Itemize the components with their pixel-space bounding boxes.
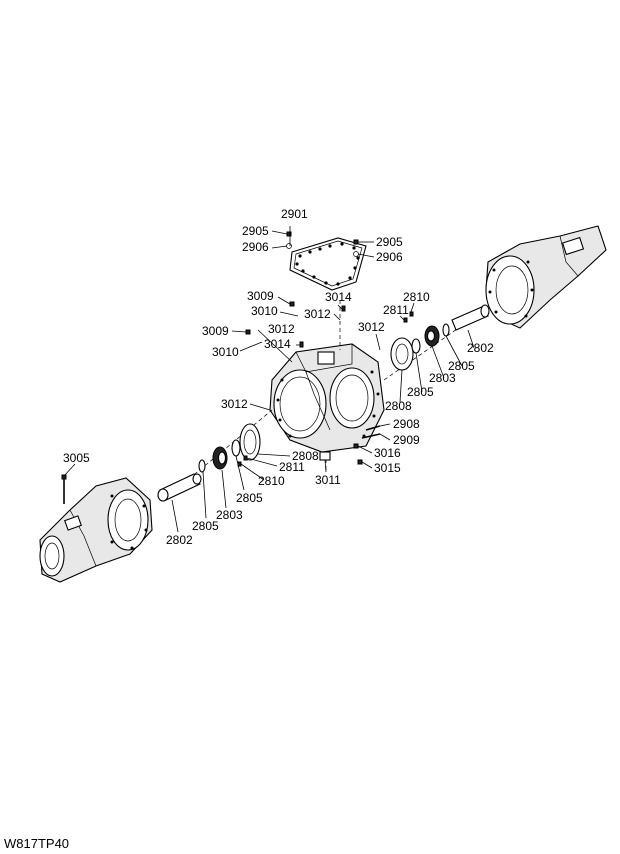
- plug-3016: [353, 443, 359, 449]
- left-axle-housing: [39, 477, 153, 583]
- bolt-3005: [61, 474, 67, 504]
- label-2811-right: 2811: [383, 303, 409, 317]
- label-3011: 3011: [315, 473, 341, 487]
- ring-2808-left: [239, 423, 261, 461]
- pin-2908: [365, 425, 381, 431]
- label-2908: 2908: [393, 417, 420, 431]
- label-3009-lower: 3009: [202, 324, 229, 338]
- pin-2909: [361, 433, 381, 439]
- label-2905-left: 2905: [242, 224, 269, 238]
- bearing-2803-left: [212, 446, 228, 470]
- label-2811-left: 2811: [279, 460, 305, 474]
- label-3010-upper: 3010: [251, 304, 278, 318]
- center-differential-housing: [269, 343, 385, 453]
- bolt-2810-right: [409, 311, 414, 317]
- label-3012-a: 3012: [304, 307, 331, 321]
- label-2909: 2909: [393, 433, 420, 447]
- label-2805-left-inner: 2805: [236, 491, 263, 505]
- label-2803-right: 2803: [429, 371, 456, 385]
- label-2810-left: 2810: [258, 474, 285, 488]
- oring-2805-right-inner: [411, 338, 421, 354]
- bolt-3014-upper: [341, 305, 346, 312]
- label-3005: 3005: [63, 451, 90, 465]
- label-2905-right: 2905: [376, 235, 403, 249]
- label-3012-b: 3012: [358, 320, 385, 334]
- leader-lines: [63, 226, 475, 533]
- label-3010-lower: 3010: [212, 345, 239, 359]
- oring-2805-left-inner: [231, 439, 241, 457]
- bolt-3014-lower: [299, 341, 304, 348]
- label-2803-left: 2803: [216, 508, 243, 522]
- label-2810-right: 2810: [403, 290, 430, 304]
- label-3016: 3016: [374, 446, 401, 460]
- label-2808-left: 2808: [292, 449, 319, 463]
- cover-plate-2901: [289, 237, 367, 291]
- bolt-3009-lower: [245, 329, 251, 335]
- label-3009-upper: 3009: [247, 289, 274, 303]
- label-2802-left: 2802: [166, 533, 193, 547]
- washer-2906-left: [286, 243, 292, 249]
- label-2808-right: 2808: [385, 399, 412, 413]
- label-2802-right: 2802: [467, 341, 494, 355]
- label-2901: 2901: [281, 207, 308, 221]
- label-3015: 3015: [374, 461, 401, 475]
- label-2805-right-outer: 2805: [448, 359, 475, 373]
- plug-3011: [319, 451, 331, 461]
- bolt-2905-right: [353, 239, 359, 245]
- oring-2805-left-outer: [198, 459, 206, 473]
- part-labels: 2901 2905 2906 2905 2906 3009 3010 3014 …: [63, 207, 494, 547]
- label-2906-left: 2906: [242, 240, 269, 254]
- label-3012-c: 3012: [268, 322, 295, 336]
- bolt-2811-left: [243, 455, 248, 461]
- label-3012-d: 3012: [221, 397, 248, 411]
- label-3014-lower: 3014: [264, 337, 291, 351]
- label-3014-upper: 3014: [325, 290, 352, 304]
- bolt-3009-upper: [289, 301, 295, 307]
- oring-2805-right-outer: [442, 323, 450, 337]
- ring-2808-right: [390, 337, 414, 371]
- bearing-2803-right: [424, 325, 440, 347]
- right-axle-housing: [485, 225, 607, 329]
- shaft-2802-left: [157, 473, 202, 502]
- label-2906-right: 2906: [376, 250, 403, 264]
- label-2805-left-outer: 2805: [192, 519, 219, 533]
- bolt-2811-right: [403, 317, 408, 323]
- plug-3015: [357, 459, 363, 465]
- label-2805-right-inner: 2805: [407, 385, 434, 399]
- shaft-2802-right: [451, 304, 490, 331]
- figure-code: W817TP40: [4, 836, 69, 851]
